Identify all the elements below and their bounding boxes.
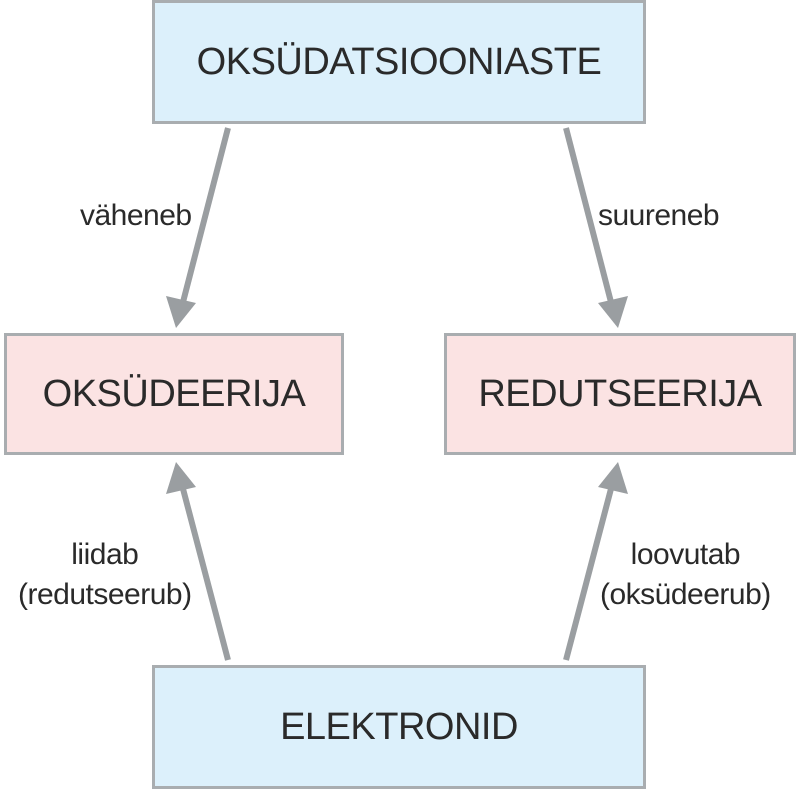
node-electrons-label: ELEKTRONID (280, 705, 518, 748)
node-electrons: ELEKTRONID (152, 665, 646, 789)
node-reducer: REDUTSEERIJA (444, 333, 796, 455)
edge-label-accepts-line1: liidab (71, 538, 139, 571)
arrowhead-right-down (598, 296, 628, 328)
edge-label-increases: suureneb (598, 196, 720, 236)
edge-label-accepts-line2: (redutseerub) (18, 578, 192, 611)
edge-label-donates: loovutab (oksüdeerub) (600, 535, 771, 615)
edge-label-decreases: väheneb (80, 196, 192, 236)
arrowhead-left-up (166, 462, 196, 494)
arrowhead-left-down (166, 296, 196, 328)
node-oxidation-state-label: OKSÜDATSIOONIASTE (196, 40, 602, 83)
node-reducer-label: REDUTSEERIJA (478, 372, 762, 415)
node-oxidizer: OKSÜDEERIJA (4, 333, 344, 455)
node-oxidizer-label: OKSÜDEERIJA (42, 372, 306, 415)
arrowhead-right-up (598, 462, 628, 494)
edge-label-increases-text: suureneb (598, 199, 720, 232)
edge-label-accepts: liidab (redutseerub) (18, 535, 192, 615)
node-oxidation-state: OKSÜDATSIOONIASTE (152, 0, 646, 124)
edge-label-donates-line1: loovutab (630, 538, 741, 571)
edge-label-donates-line2: (oksüdeerub) (600, 578, 771, 611)
edge-label-decreases-text: väheneb (80, 199, 192, 232)
